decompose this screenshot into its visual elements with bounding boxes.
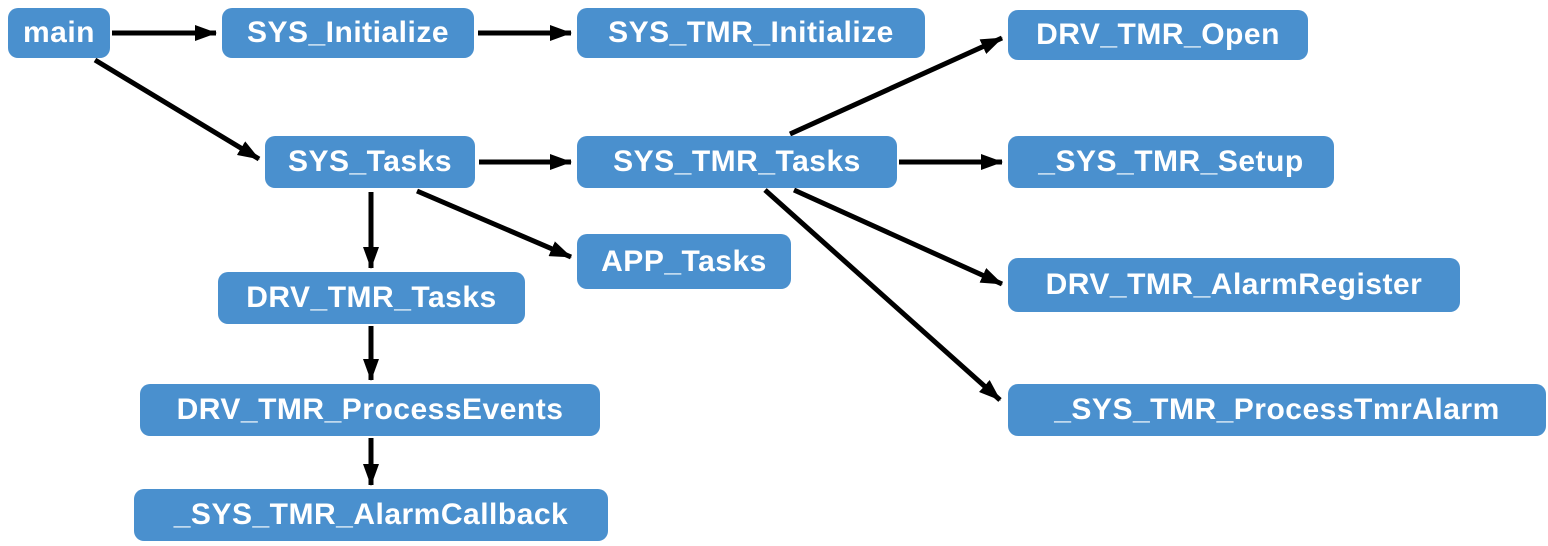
- edge-sys-tmr-tasks-sys-tmr-processtmralarm: [763, 188, 1002, 402]
- node-drv-tmr-processevents[interactable]: DRV_TMR_ProcessEvents: [140, 384, 600, 436]
- node-app-tasks[interactable]: APP_Tasks: [577, 234, 791, 289]
- node-main[interactable]: main: [8, 8, 110, 58]
- node-sys-tmr-setup[interactable]: _SYS_TMR_Setup: [1008, 136, 1334, 188]
- node-sys-tmr-initialize[interactable]: SYS_TMR_Initialize: [577, 8, 925, 58]
- node-drv-tmr-open[interactable]: DRV_TMR_Open: [1008, 10, 1308, 60]
- node-sys-tmr-alarmcallback[interactable]: _SYS_TMR_AlarmCallback: [134, 489, 608, 541]
- node-sys-tmr-tasks[interactable]: SYS_TMR_Tasks: [577, 136, 897, 188]
- node-sys-initialize[interactable]: SYS_Initialize: [222, 8, 474, 58]
- node-drv-tmr-alarmregister[interactable]: DRV_TMR_AlarmRegister: [1008, 258, 1460, 312]
- edge-sys-tasks-app-tasks: [416, 188, 572, 260]
- edge-sys-tmr-tasks-drv-tmr-open: [788, 35, 1004, 137]
- edge-sys-tmr-tasks-drv-tmr-alarmregister: [792, 187, 1004, 287]
- node-sys-tasks[interactable]: SYS_Tasks: [265, 136, 475, 188]
- edge-main-sys-tasks: [93, 57, 261, 162]
- node-sys-tmr-processtmralarm[interactable]: _SYS_TMR_ProcessTmrAlarm: [1008, 384, 1546, 436]
- node-drv-tmr-tasks[interactable]: DRV_TMR_Tasks: [218, 272, 525, 324]
